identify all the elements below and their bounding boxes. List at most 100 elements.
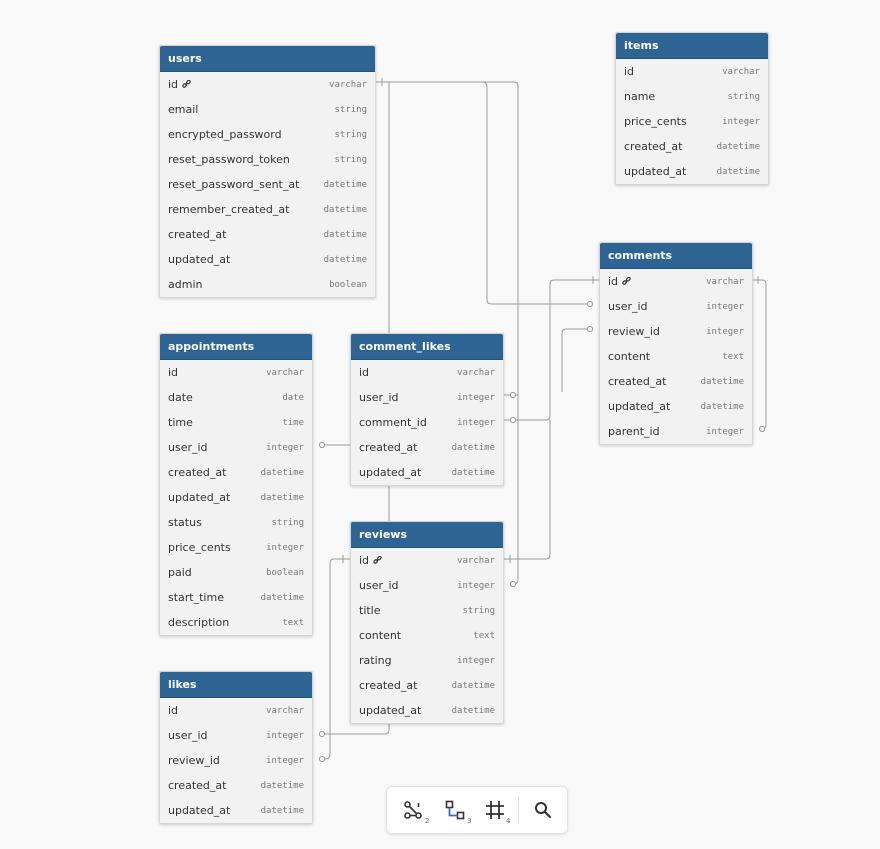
column-name-wrap: price_cents bbox=[624, 115, 687, 128]
column-name-wrap: updated_at bbox=[168, 253, 230, 266]
column-name: review_id bbox=[168, 754, 220, 767]
column-name-wrap: user_id bbox=[168, 441, 208, 454]
edge-comments-parent-self bbox=[752, 279, 767, 430]
column-name: id bbox=[608, 275, 619, 288]
table-header[interactable]: comments bbox=[600, 243, 752, 269]
column-name-wrap: created_at bbox=[168, 466, 226, 479]
column-type: datetime bbox=[451, 442, 495, 453]
relations-button[interactable] bbox=[400, 797, 426, 823]
column-type: datetime bbox=[451, 705, 495, 716]
column-type: string bbox=[334, 104, 367, 115]
column-name: admin bbox=[168, 278, 203, 291]
diagram-toolbar: 2 3 4 bbox=[386, 786, 568, 834]
column-row[interactable]: created_at datetime bbox=[351, 435, 503, 460]
column-name: updated_at bbox=[608, 400, 671, 413]
column-name-wrap: review_id bbox=[608, 325, 660, 338]
table-header[interactable]: likes bbox=[160, 672, 312, 698]
column-name: updated_at bbox=[168, 804, 231, 817]
column-name: created_at bbox=[168, 466, 227, 479]
column-name-wrap: updated_at bbox=[359, 704, 421, 717]
column-name-wrap: updated_at bbox=[608, 400, 670, 413]
column-row[interactable]: updated_at datetime bbox=[351, 698, 503, 723]
column-type: integer bbox=[722, 116, 760, 127]
fit-view-button[interactable] bbox=[482, 797, 508, 823]
column-row[interactable]: email string bbox=[160, 97, 375, 122]
column-name: user_id bbox=[359, 579, 399, 592]
table-header[interactable]: appointments bbox=[160, 334, 312, 360]
column-name: comment_id bbox=[359, 416, 427, 429]
search-button[interactable] bbox=[530, 797, 556, 823]
column-type: integer bbox=[266, 730, 304, 741]
auto-layout-button[interactable] bbox=[442, 797, 468, 823]
column-type: varchar bbox=[266, 367, 304, 378]
table-header[interactable]: items bbox=[616, 33, 768, 59]
table-header[interactable]: users bbox=[160, 46, 375, 72]
column-name: description bbox=[168, 616, 230, 629]
column-name: price_cents bbox=[624, 115, 687, 128]
table-header[interactable]: comment_likes bbox=[351, 334, 503, 360]
column-type: datetime bbox=[260, 780, 304, 791]
column-name: start_time bbox=[168, 591, 224, 604]
column-name-wrap: email bbox=[168, 103, 198, 116]
auto-layout-count: 3 bbox=[467, 817, 472, 825]
column-name-wrap: created_at bbox=[359, 441, 417, 454]
fit-view-count: 4 bbox=[506, 817, 511, 825]
table-header[interactable]: reviews bbox=[351, 522, 503, 548]
column-type: integer bbox=[457, 392, 495, 403]
column-type: varchar bbox=[457, 367, 495, 378]
column-row[interactable]: price_cents integer bbox=[616, 109, 768, 134]
